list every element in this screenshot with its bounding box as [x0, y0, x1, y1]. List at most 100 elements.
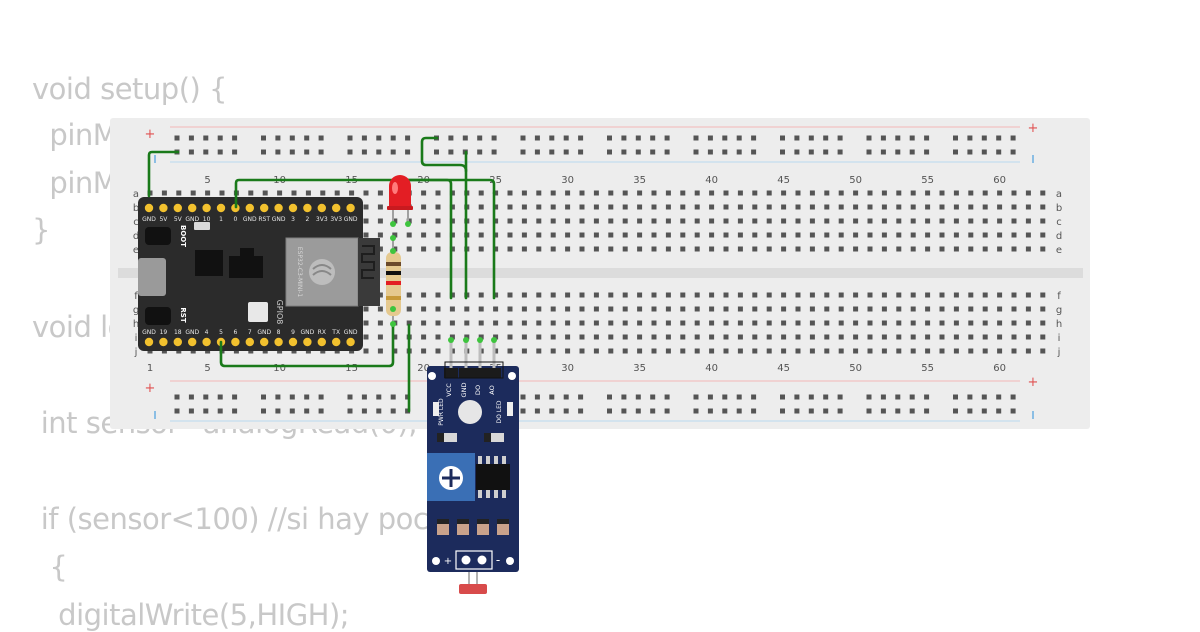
breadboard-hole — [680, 334, 686, 340]
breadboard-hole — [853, 232, 859, 238]
breadboard-hole — [853, 204, 859, 210]
breadboard-hole — [536, 190, 542, 196]
rail-hole — [981, 149, 987, 155]
board-pin-label: 5 — [219, 329, 223, 336]
breadboard-hole — [997, 246, 1003, 252]
breadboard-hole — [795, 320, 801, 326]
breadboard-hole — [665, 218, 671, 224]
rail-hole — [188, 394, 194, 400]
breadboard-hole — [262, 190, 268, 196]
breadboard-hole — [651, 292, 657, 298]
smd-resistor-cap — [437, 433, 444, 442]
chip-label: ESP32-C3-MINI-1 — [296, 247, 303, 298]
board-pin-label: 10 — [203, 216, 211, 223]
column-label: 30 — [561, 363, 574, 374]
rail-hole — [996, 149, 1002, 155]
board-pin-label: RX — [318, 329, 326, 336]
breadboard-hole — [824, 334, 830, 340]
board-pin — [288, 337, 298, 347]
breadboard-center-channel — [118, 268, 1083, 278]
resistor-band — [386, 262, 401, 266]
breadboard-hole — [997, 320, 1003, 326]
rail-hole — [361, 135, 367, 141]
breadboard-hole — [766, 204, 772, 210]
column-label: 1 — [147, 363, 153, 374]
breadboard-hole — [953, 218, 959, 224]
rail-hole — [390, 135, 396, 141]
breadboard-hole — [694, 306, 700, 312]
breadboard-hole — [665, 232, 671, 238]
breadboard-hole — [896, 246, 902, 252]
breadboard-hole — [608, 190, 614, 196]
breadboard-hole — [881, 246, 887, 252]
breadboard-hole — [853, 246, 859, 252]
breadboard-hole — [766, 232, 772, 238]
rail-hole — [1010, 149, 1016, 155]
breadboard-hole — [665, 190, 671, 196]
breadboard-hole — [680, 306, 686, 312]
rail-hole — [736, 408, 742, 414]
chip-leg — [502, 490, 506, 498]
rail-hole — [924, 135, 930, 141]
board-pin-label: 3 — [291, 216, 295, 223]
breadboard-hole — [1040, 348, 1046, 354]
rail-hole — [794, 135, 800, 141]
breadboard-hole — [363, 204, 369, 210]
breadboard-hole — [939, 246, 945, 252]
breadboard-hole — [781, 348, 787, 354]
breadboard-hole — [406, 246, 412, 252]
breadboard-hole — [838, 306, 844, 312]
breadboard-hole — [449, 306, 455, 312]
mounting-hole — [432, 557, 440, 565]
breadboard-hole — [953, 334, 959, 340]
rail-hole — [635, 394, 641, 400]
breadboard-hole — [766, 246, 772, 252]
breadboard-hole — [795, 232, 801, 238]
breadboard-hole — [853, 320, 859, 326]
breadboard-hole — [1011, 204, 1017, 210]
espressif-logo-mark — [312, 264, 332, 276]
rail-hole — [405, 135, 411, 141]
do-led-label: DO LED — [496, 400, 503, 423]
breadboard-hole — [881, 204, 887, 210]
breadboard-hole — [824, 218, 830, 224]
breadboard-hole — [435, 232, 441, 238]
breadboard-hole — [925, 320, 931, 326]
rail-hole — [967, 149, 973, 155]
rail-hole — [967, 394, 973, 400]
rail-hole — [823, 135, 829, 141]
breadboard-hole — [881, 232, 887, 238]
ldr-pad — [461, 555, 471, 565]
breadboard-hole — [925, 348, 931, 354]
rail-hole — [434, 149, 439, 155]
rail-hole — [318, 135, 324, 141]
red-led[interactable] — [387, 175, 413, 224]
breadboard-hole — [478, 204, 484, 210]
breadboard-hole — [637, 218, 643, 224]
rail-hole — [996, 408, 1002, 414]
rail-hole — [981, 135, 987, 141]
breadboard-hole — [478, 320, 484, 326]
breadboard-hole — [565, 204, 571, 210]
mounting-hole — [428, 372, 436, 380]
board-pin — [173, 203, 182, 213]
breadboard-hole — [651, 320, 657, 326]
breadboard-hole — [824, 190, 830, 196]
rail-hole — [232, 135, 238, 141]
breadboard-hole — [637, 246, 643, 252]
breadboard-hole — [809, 306, 815, 312]
breadboard-hole — [896, 190, 902, 196]
breadboard-hole — [651, 306, 657, 312]
breadboard-hole — [809, 232, 815, 238]
rail-hole — [275, 394, 281, 400]
esp32-c3-board[interactable]: GNDGND5V195V18GNDGND1041506GND7RSTGNDGND… — [138, 197, 380, 351]
breadboard-hole — [435, 204, 441, 210]
breadboard-hole — [709, 348, 715, 354]
breadboard-hole — [593, 320, 599, 326]
board-pin-label: 8 — [277, 329, 281, 336]
rail-hole — [823, 408, 829, 414]
breadboard-hole — [680, 320, 686, 326]
